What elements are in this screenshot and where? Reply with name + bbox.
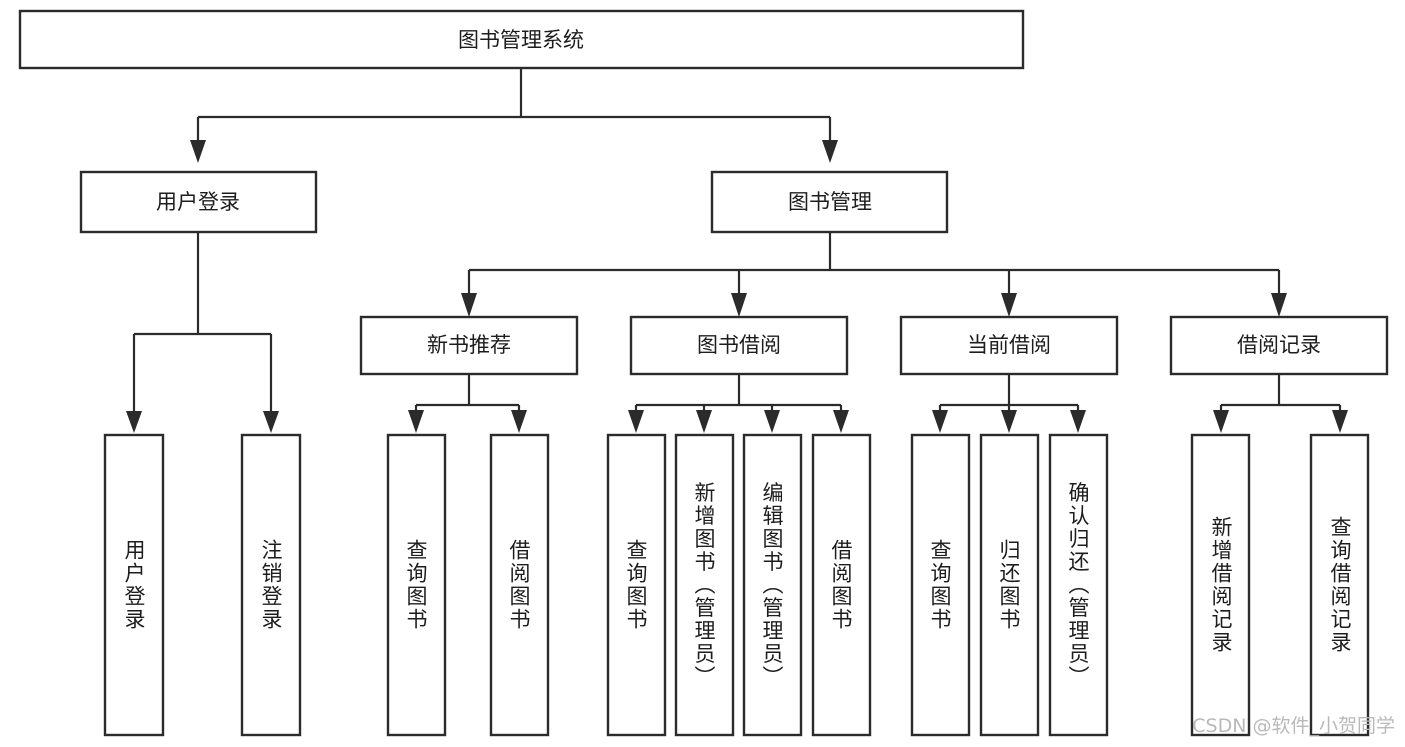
arrow-head-user-login [190, 140, 206, 163]
leaf-node-bb-edit-book-box[interactable] [742, 433, 803, 737]
leaf-node-nb-query-book-label: 查询图书 [404, 539, 428, 631]
connector-group-root [190, 68, 838, 163]
arrow-head-cb-query [932, 410, 948, 433]
leaf-node-br-query-record-label: 查询借阅记录 [1328, 516, 1352, 654]
leaf-node-nb-borrow-book-label: 借阅图书 [507, 539, 531, 631]
leaf-node-cb-return-book[interactable]: 归还图书 [979, 433, 1040, 737]
node-book-management-label: 图书管理 [788, 190, 872, 214]
node-borrow-record-box[interactable] [1169, 315, 1389, 376]
arrow-head-br-query [1332, 410, 1348, 433]
arrow-head-borrow-record [1271, 293, 1287, 317]
leaf-node-bb-query-book-box[interactable] [606, 433, 667, 737]
leaf-node-nb-query-book[interactable]: 查询图书 [386, 433, 447, 737]
arrow-head-current-borrow [1001, 293, 1017, 317]
leaf-node-bb-add-book[interactable]: 新增图书（管理员） [674, 433, 735, 737]
connector-group-new-book [408, 374, 527, 433]
leaf-node-bb-add-book-box[interactable] [674, 433, 735, 737]
arrow-head-book-borrow [731, 293, 747, 317]
connector-group-borrow-record [1213, 374, 1348, 433]
leaf-node-logout[interactable]: 注销登录 [240, 433, 302, 737]
leaf-node-bb-add-book-label: 新增图书（管理员） [692, 482, 716, 689]
leaf-node-cb-confirm-return-label: 确认归还（管理员） [1066, 482, 1090, 689]
leaf-node-br-add-record-label: 新增借阅记录 [1209, 516, 1233, 654]
leaf-node-bb-edit-book[interactable]: 编辑图书（管理员） [742, 433, 803, 737]
node-book-borrow[interactable]: 图书借阅 [629, 315, 849, 376]
arrow-head-book-manage [822, 140, 838, 163]
arrow-head-nb-query [408, 410, 424, 433]
leaf-node-br-add-record-box[interactable] [1190, 433, 1251, 737]
csdn-watermark: CSDN @软件_小贺同学 [1192, 715, 1395, 737]
arrow-head-nb-borrow [511, 410, 527, 433]
arrow-head-leaf-logout [263, 411, 279, 433]
arrow-head-bb-edit [764, 410, 780, 433]
leaf-node-cb-return-book-label: 归还图书 [997, 539, 1021, 631]
leaf-node-user-login-label: 用户登录 [122, 539, 146, 631]
connector-group-current-borrow [932, 374, 1086, 433]
arrow-head-cb-confirm [1070, 410, 1086, 433]
node-borrow-record-label: 借阅记录 [1237, 333, 1321, 357]
leaf-node-bb-query-book[interactable]: 查询图书 [606, 433, 667, 737]
node-book-borrow-label: 图书借阅 [697, 333, 781, 357]
node-new-book-recommend[interactable]: 新书推荐 [359, 315, 579, 376]
node-user-login-label: 用户登录 [156, 190, 240, 214]
leaf-node-user-login[interactable]: 用户登录 [103, 433, 165, 737]
leaf-node-cb-query-book-label: 查询图书 [928, 539, 952, 631]
connector-group-book-borrow [628, 374, 849, 433]
leaf-node-bb-edit-book-label: 编辑图书（管理员） [760, 482, 784, 689]
connector-group-book-manage [461, 232, 1287, 317]
arrow-head-bb-borrow [833, 410, 849, 433]
arrow-head-new-book [461, 293, 477, 317]
node-current-borrow-label: 当前借阅 [967, 333, 1051, 357]
leaf-node-logout-label: 注销登录 [259, 539, 283, 631]
node-root-system-label: 图书管理系统 [458, 28, 584, 52]
leaf-node-br-query-record[interactable]: 查询借阅记录 [1309, 433, 1370, 737]
arrow-head-cb-return [1001, 410, 1017, 433]
node-current-borrow[interactable]: 当前借阅 [899, 315, 1119, 376]
leaf-node-cb-return-book-box[interactable] [979, 433, 1040, 737]
connector-group-user-login [126, 232, 279, 433]
node-book-borrow-box[interactable] [629, 315, 849, 376]
leaf-node-cb-query-book[interactable]: 查询图书 [910, 433, 971, 737]
node-root-system[interactable]: 图书管理系统 [18, 9, 1025, 70]
leaf-node-nb-borrow-book[interactable]: 借阅图书 [489, 433, 550, 737]
leaf-node-cb-query-book-box[interactable] [910, 433, 971, 737]
leaf-node-cb-confirm-return[interactable]: 确认归还（管理员） [1048, 433, 1109, 737]
node-root-system-box[interactable] [18, 9, 1025, 70]
node-borrow-record[interactable]: 借阅记录 [1169, 315, 1389, 376]
arrow-head-bb-query [628, 410, 644, 433]
node-user-login-box[interactable] [79, 170, 318, 234]
leaf-node-user-login-box[interactable] [103, 433, 165, 737]
node-book-management-box[interactable] [710, 170, 949, 234]
leaf-node-cb-confirm-return-box[interactable] [1048, 433, 1109, 737]
node-new-book-recommend-box[interactable] [359, 315, 579, 376]
leaf-node-bb-borrow-book[interactable]: 借阅图书 [811, 433, 872, 737]
node-book-management[interactable]: 图书管理 [710, 170, 949, 234]
arrow-head-leaf-user-login [126, 411, 142, 433]
leaf-node-bb-query-book-label: 查询图书 [624, 539, 648, 631]
node-new-book-recommend-label: 新书推荐 [427, 333, 511, 357]
leaf-node-bb-borrow-book-box[interactable] [811, 433, 872, 737]
arrow-head-br-add [1213, 410, 1229, 433]
leaf-node-bb-borrow-book-label: 借阅图书 [829, 539, 853, 631]
leaf-node-br-add-record[interactable]: 新增借阅记录 [1190, 433, 1251, 737]
node-current-borrow-box[interactable] [899, 315, 1119, 376]
leaf-node-logout-box[interactable] [240, 433, 302, 737]
node-user-login[interactable]: 用户登录 [79, 170, 318, 234]
leaf-node-br-query-record-box[interactable] [1309, 433, 1370, 737]
leaf-node-nb-borrow-book-box[interactable] [489, 433, 550, 737]
leaf-node-nb-query-book-box[interactable] [386, 433, 447, 737]
arrow-head-bb-add [696, 410, 712, 433]
